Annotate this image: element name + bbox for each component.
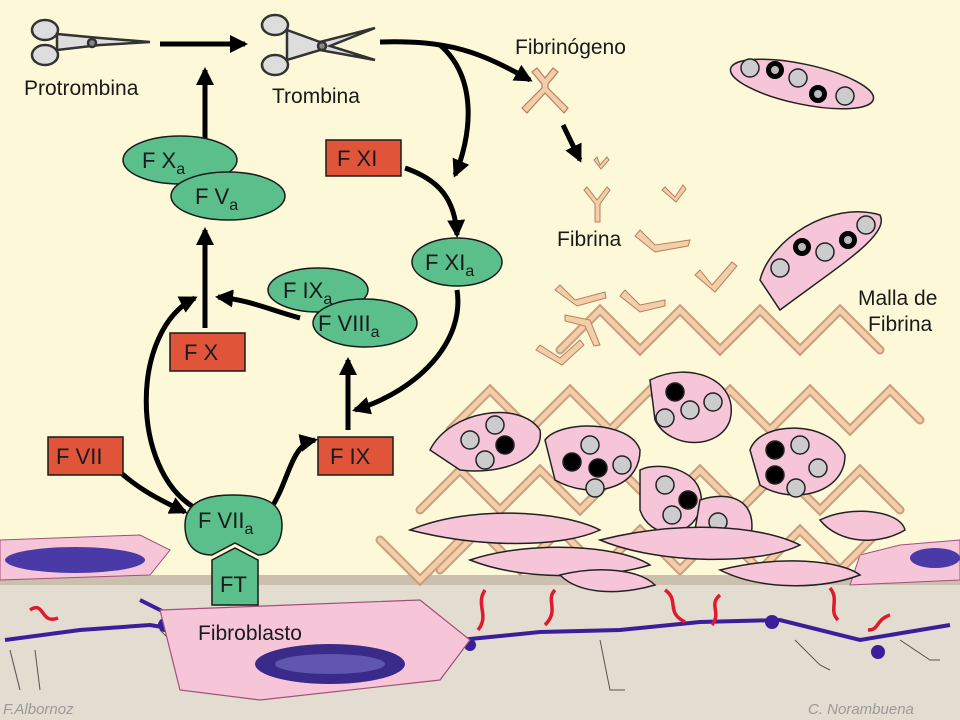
fibrina-label: Fibrina: [557, 228, 622, 251]
svg-text:F VIIIa: F VIIIa: [318, 311, 380, 341]
svg-text:F XIa: F XIa: [425, 250, 474, 280]
platelet-top: [729, 58, 875, 110]
credit-left: F.Albornoz: [3, 701, 74, 718]
protrombina-scissors-icon: [30, 18, 151, 67]
fibrin-monomers: [535, 156, 738, 366]
factor-fxa: F Xa: [122, 135, 238, 185]
pathway-arrows: [118, 35, 583, 515]
fxa-sub: a: [176, 161, 185, 178]
svg-text:F Va: F Va: [195, 184, 238, 214]
nucleus-right: [910, 548, 960, 568]
credit-right: C. Norambuena: [808, 701, 914, 718]
platelet-mid: [759, 211, 883, 312]
fviia-label: F VII: [198, 508, 244, 533]
fix-label: F IX: [330, 444, 371, 469]
fva-label: F V: [195, 184, 230, 209]
factor-fxi: F XI: [325, 139, 402, 177]
malla-label-line2: Fibrina: [868, 313, 933, 336]
factor-fxia: F XIa: [411, 237, 503, 287]
platelet-cluster: [407, 371, 906, 593]
fxia-label: F XI: [425, 250, 465, 275]
red-fibers: [29, 586, 891, 632]
fva-sub: a: [229, 197, 238, 214]
fibroblasto-label: Fibroblasto: [198, 622, 302, 645]
fviiia-label: F VIII: [318, 311, 371, 336]
factor-fx: F X: [169, 332, 246, 372]
nucleus-left: [5, 547, 145, 573]
fxi-label: F XI: [337, 146, 377, 171]
fx-label: F X: [184, 340, 219, 365]
fxa-label: F X: [142, 148, 177, 173]
tissue-factor-ft: FT: [211, 547, 259, 606]
svg-text:F VIIa: F VIIa: [198, 508, 253, 538]
factor-fviia: F VIIa: [184, 494, 283, 556]
factor-fix: F IX: [317, 436, 394, 476]
malla-label-line1: Malla de: [858, 287, 937, 310]
fixa-label: F IX: [283, 278, 324, 303]
protrombina-label: Protrombina: [24, 77, 139, 100]
svg-text:F Xa: F Xa: [142, 148, 185, 178]
factor-fviiia: F VIIIa: [312, 298, 418, 348]
fxia-sub: a: [465, 263, 474, 280]
factor-fvii: F VII: [47, 436, 124, 476]
fviia-sub: a: [244, 521, 253, 538]
fvii-label: F VII: [56, 444, 102, 469]
ft-label: FT: [220, 572, 247, 597]
trombina-label: Trombina: [272, 85, 360, 108]
fibrinogen-molecule: [521, 67, 569, 114]
svg-text:F IXa: F IXa: [283, 278, 332, 308]
trombina-scissors-icon: [260, 13, 376, 77]
fviiia-sub: a: [371, 324, 380, 341]
fibrinogeno-label: Fibrinógeno: [515, 36, 626, 59]
factor-fva: F Va: [170, 171, 286, 221]
subendothelium-edge: [0, 575, 960, 585]
fixa-sub: a: [323, 291, 332, 308]
